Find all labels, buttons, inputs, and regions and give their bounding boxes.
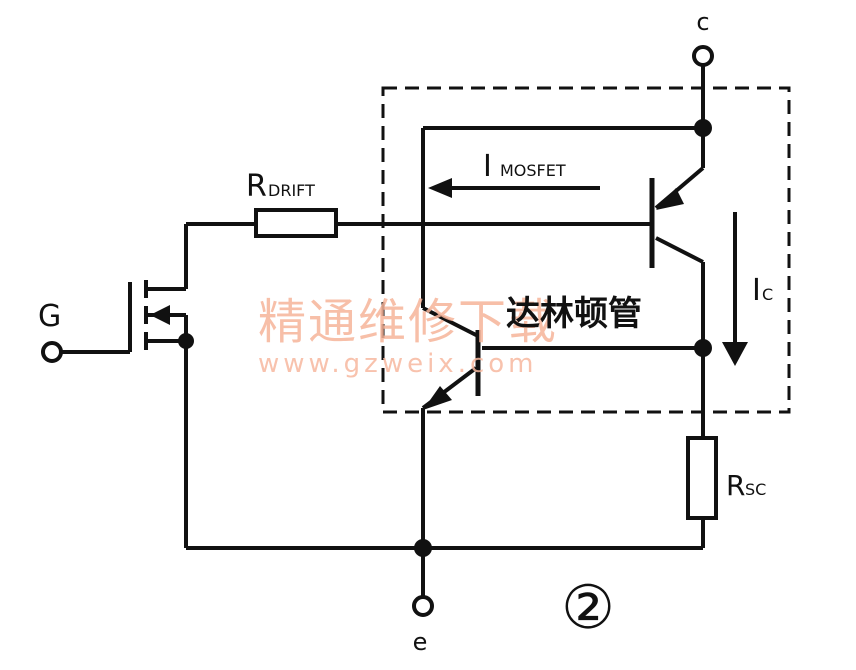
gate-terminal: [41, 341, 63, 363]
ic-label-sub: C: [762, 285, 773, 304]
watermark-url: www.gzweix.com: [258, 349, 538, 379]
r-drift-label-main: R: [246, 169, 267, 204]
rsc-resistor: [686, 436, 718, 520]
emitter-label: e: [413, 628, 428, 656]
mosfet-body-arrow: [150, 305, 170, 325]
figure-number: ②: [561, 573, 615, 643]
emitter-terminal: [412, 595, 434, 617]
mosfet-source-node: [178, 333, 194, 349]
rsc-label-sub: SC: [745, 480, 766, 499]
ic-arrow-head: [722, 342, 748, 366]
r-drift-label-sub: DRIFT: [268, 181, 315, 200]
collector-label: c: [696, 8, 709, 36]
collector-terminal: [692, 45, 714, 67]
upper-transistor-emitter: [654, 166, 705, 210]
watermark-chinese: 精通维修下载: [258, 294, 558, 350]
gate-label: G: [38, 299, 61, 334]
i-mosfet-label-main: I: [483, 149, 492, 184]
i-mosfet-arrow-head: [428, 178, 452, 198]
upper-transistor-emitter-arrow: [656, 188, 684, 210]
upper-transistor-collector: [655, 236, 704, 264]
lower-transistor-collector: [422, 306, 479, 338]
ic-label-main: I: [752, 273, 761, 308]
rsc-label-main: R: [726, 469, 745, 502]
darlington-dashed-box: [381, 86, 791, 414]
i-mosfet-label-sub: MOSFET: [500, 161, 566, 180]
r-drift-resistor: [254, 208, 338, 238]
lower-transistor-emitter-arrow: [423, 386, 452, 410]
darlington-label: 达林顿管: [506, 294, 642, 334]
